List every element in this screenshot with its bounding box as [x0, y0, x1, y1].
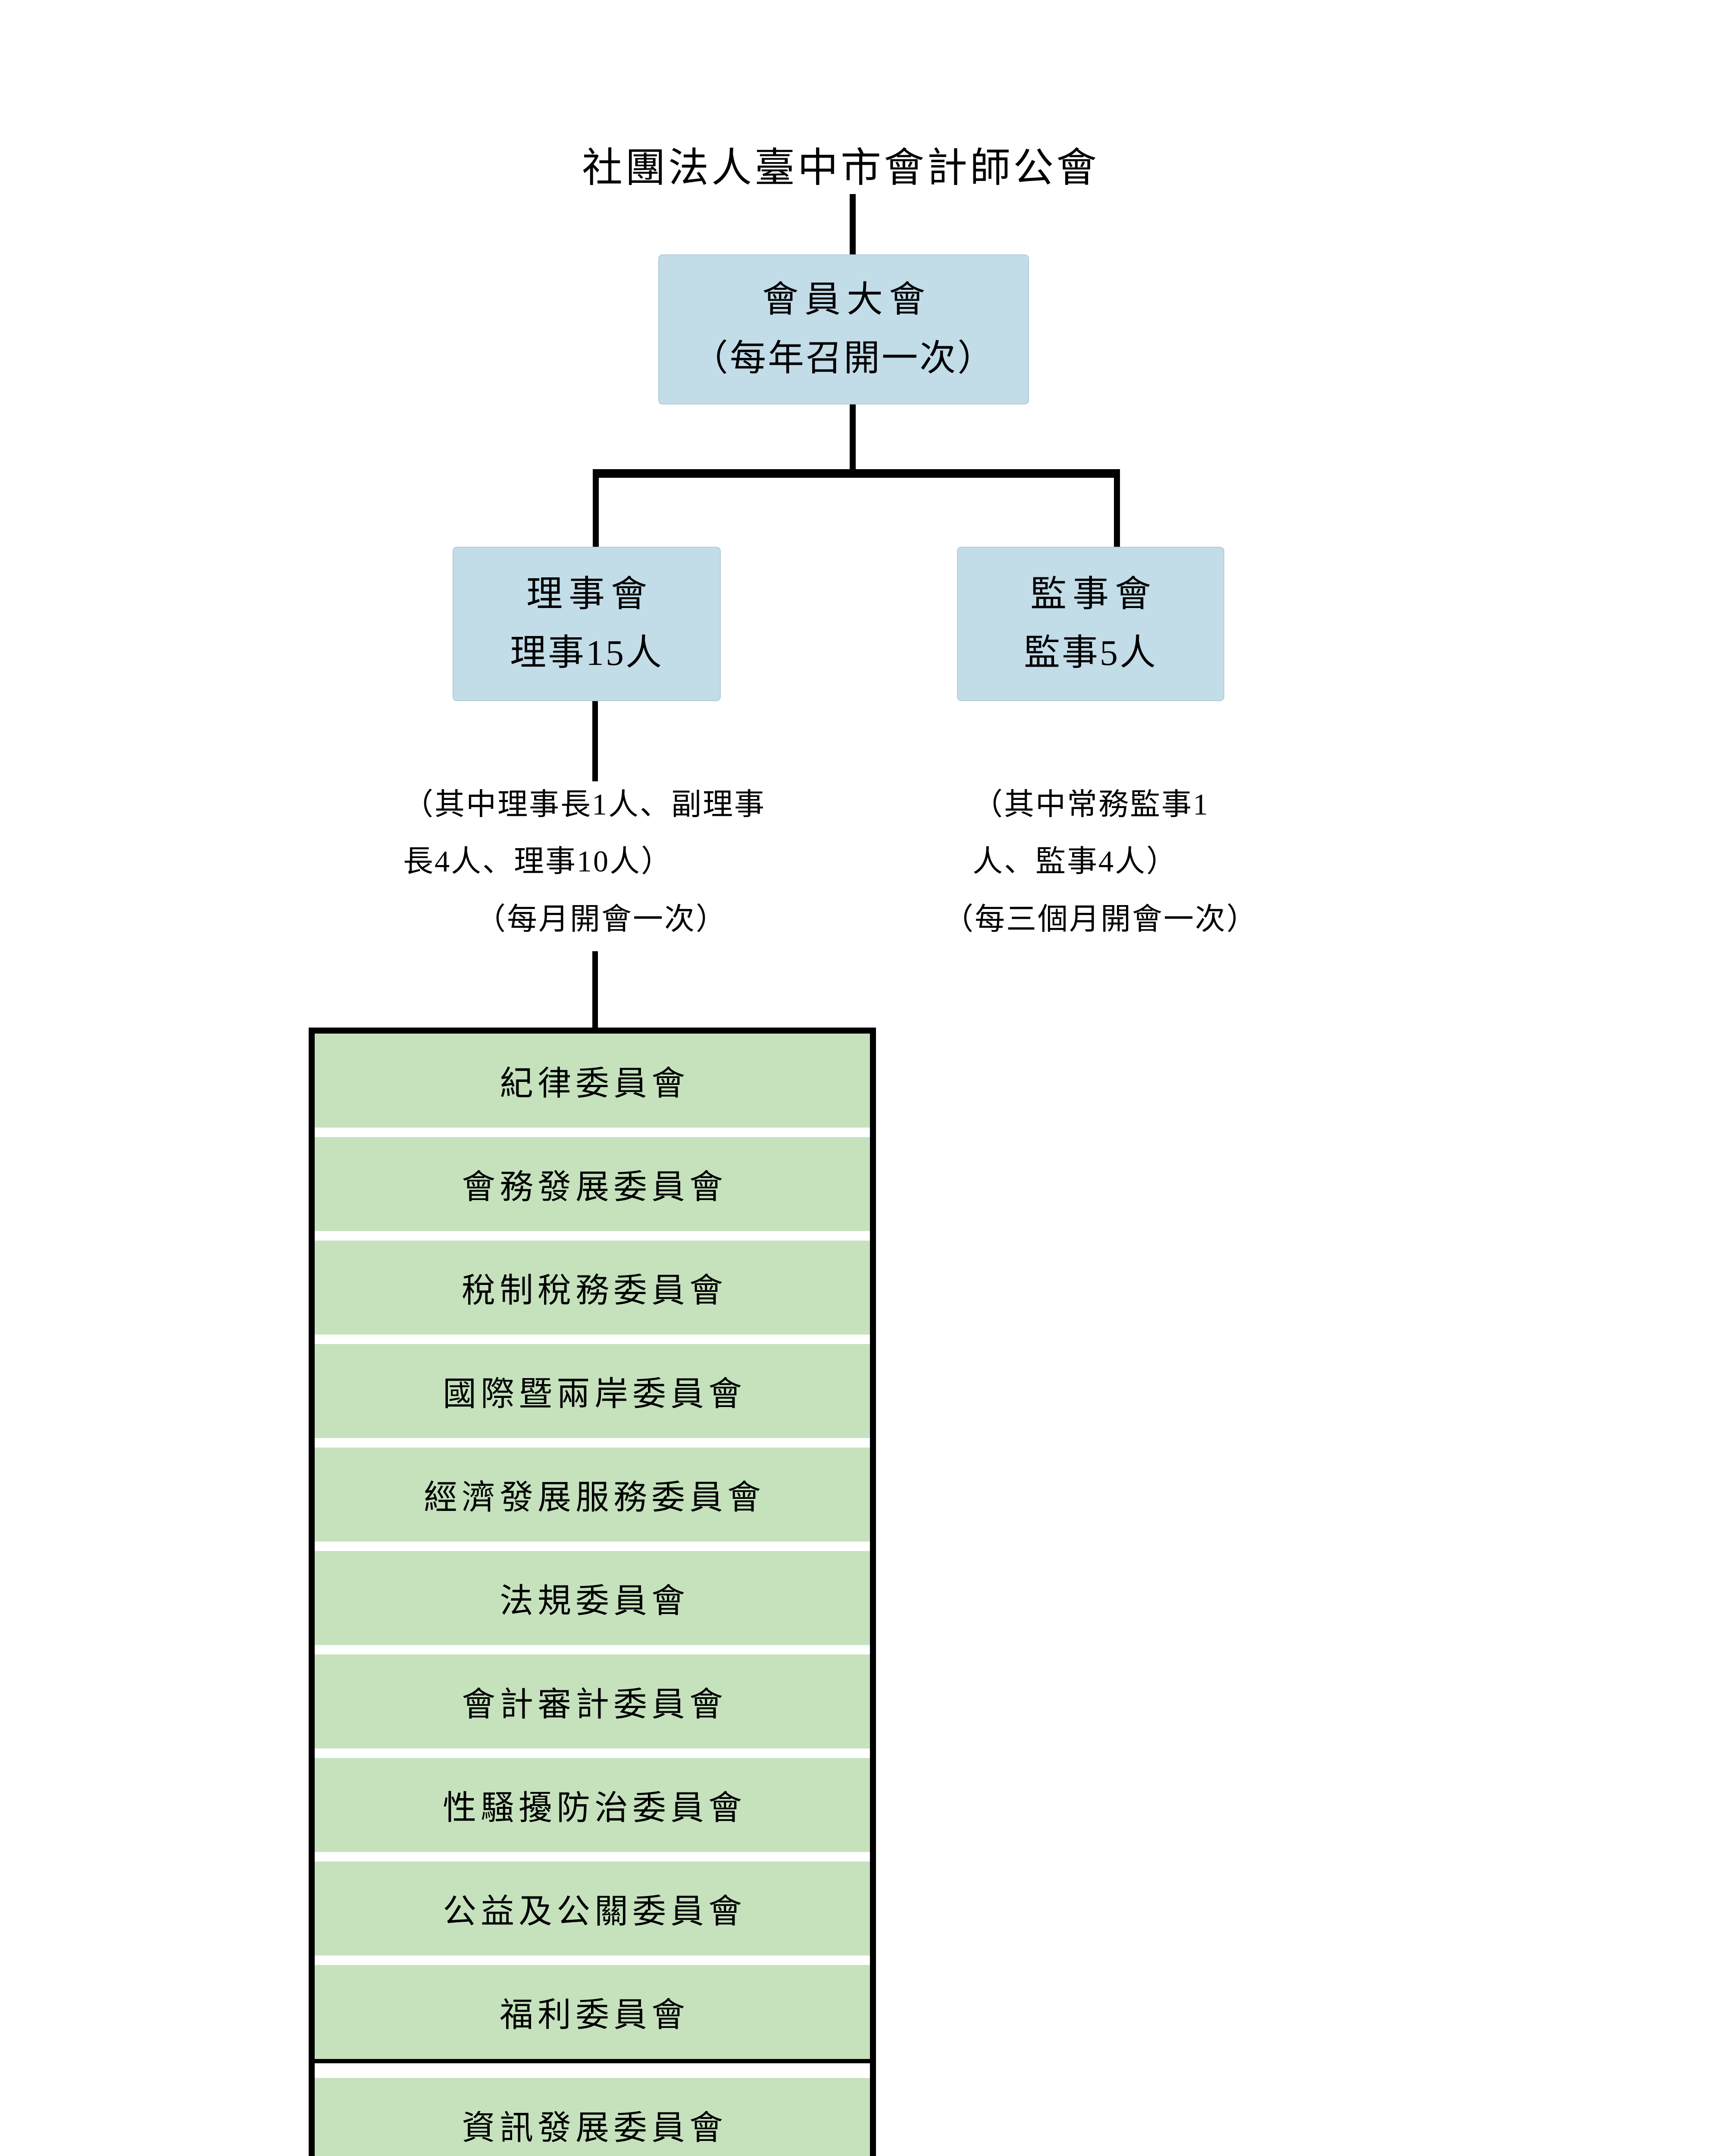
committee-row: 經濟發展服務委員會 [315, 1448, 870, 1542]
supervisors-note-line2: 人、監事4人） [973, 845, 1178, 878]
committee-row: 福利委員會 [315, 1965, 870, 2059]
committee-row: 公益及公關委員會 [315, 1861, 870, 1955]
directors-note-line1: （其中理事長1人、副理事 [403, 788, 766, 821]
directors-members: 理事15人 [510, 633, 663, 673]
committee-row: 資訊發展委員會 [315, 2078, 870, 2156]
connector-directors-committees [592, 951, 598, 1028]
directors-note-line2: 長4人、理事10人） [403, 845, 673, 878]
page-title: 社團法人臺中市會計師公會 [582, 146, 1099, 191]
directors-name: 理事會 [526, 574, 653, 614]
connector-bar-directors [593, 474, 599, 547]
committee-row: 國際暨兩岸委員會 [315, 1344, 870, 1438]
committee-row: 會務發展委員會 [315, 1137, 870, 1231]
supervisors-meeting-frequency: （每三個月開會一次） [943, 903, 1258, 936]
connector-branch-bar [593, 469, 1120, 478]
directors-meeting-frequency: （每月開會一次） [475, 903, 727, 936]
supervisors-box: 監事會 監事5人 [957, 547, 1224, 701]
supervisors-members: 監事5人 [1023, 633, 1157, 673]
committee-row: 會計審計委員會 [315, 1655, 870, 1749]
committee-table-secondary: 資訊發展委員會札根養成委員會 [309, 2063, 876, 2156]
committee-table-primary: 紀律委員會會務發展委員會稅制稅務委員會國際暨兩岸委員會經濟發展服務委員會法規委員… [309, 1028, 876, 2063]
connector-directors-note [592, 701, 598, 781]
committee-row: 法規委員會 [315, 1551, 870, 1645]
connector-assembly-branch [850, 404, 856, 470]
connector-title-assembly [850, 194, 856, 254]
supervisors-note-line1: （其中常務監事1 [973, 788, 1209, 821]
committee-row: 性騷擾防治委員會 [315, 1758, 870, 1852]
directors-box: 理事會 理事15人 [453, 547, 721, 701]
assembly-frequency: （每年召開一次） [691, 338, 995, 379]
committee-row: 紀律委員會 [315, 1034, 870, 1128]
connector-bar-supervisors [1114, 474, 1120, 547]
committee-row: 稅制稅務委員會 [315, 1241, 870, 1335]
supervisors-name: 監事會 [1030, 574, 1157, 614]
assembly-box: 會員大會 （每年召開一次） [658, 254, 1029, 404]
assembly-name: 會員大會 [762, 280, 931, 320]
